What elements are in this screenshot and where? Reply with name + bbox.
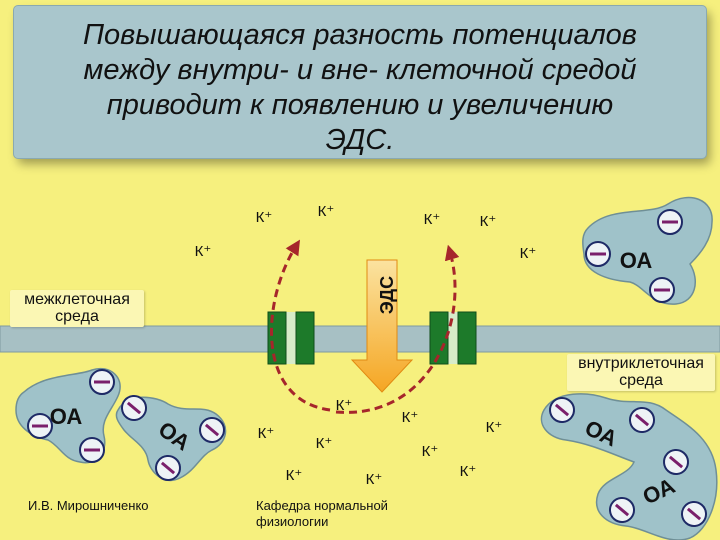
title-line-2: между внутри- и вне- клеточной средой xyxy=(83,54,637,86)
anion-charge-12 xyxy=(663,449,689,475)
extracellular-label-line-1: межклеточная xyxy=(24,291,130,308)
potassium-ion-13: К⁺ xyxy=(286,467,303,484)
channel-subunit-2-2 xyxy=(457,311,477,365)
anion-charge-14-bar xyxy=(686,507,702,521)
potassium-ion-9: К⁺ xyxy=(258,425,275,442)
anion-charge-8-bar xyxy=(204,423,220,437)
anion-charge-12-bar xyxy=(668,455,684,469)
potassium-ion-8: К⁺ xyxy=(402,409,419,426)
anion-charge-6 xyxy=(79,437,105,463)
extracellular-label-line-2: среда xyxy=(55,308,99,325)
department-credit-line-1: Кафедра нормальной xyxy=(256,498,388,513)
anion-charge-9 xyxy=(155,455,181,481)
intracellular-label-line-1: внутриклеточная xyxy=(578,355,704,372)
potassium-ion-6: К⁺ xyxy=(520,245,537,262)
anion-charge-9-bar xyxy=(160,461,176,475)
anion-charge-11 xyxy=(629,407,655,433)
anion-charge-8 xyxy=(199,417,225,443)
potassium-ion-12: К⁺ xyxy=(422,443,439,460)
anion-charge-4 xyxy=(89,369,115,395)
channel-subunit-1-2 xyxy=(295,311,315,365)
potassium-ion-15: К⁺ xyxy=(460,463,477,480)
title-line-4: ЭДС. xyxy=(325,124,395,156)
anion-charge-10-bar xyxy=(554,403,570,417)
intracellular-label-line-2: среда xyxy=(619,372,663,389)
potassium-ion-3: К⁺ xyxy=(424,211,441,228)
anion-charge-3 xyxy=(649,277,675,303)
author-credit: И.В. Мирошниченко xyxy=(28,498,149,513)
title-line-3: приводит к появлению и увеличению xyxy=(106,89,614,121)
department-credit: Кафедра нормальной физиологии xyxy=(256,498,388,530)
anion-charge-10 xyxy=(549,397,575,423)
anion-label-top-right: ОА xyxy=(620,248,653,273)
potassium-ion-11: К⁺ xyxy=(486,419,503,436)
anion-charge-1 xyxy=(585,241,611,267)
anion-charge-7-bar xyxy=(126,401,142,415)
anion-charge-2 xyxy=(657,209,683,235)
potassium-ion-7: К⁺ xyxy=(336,397,353,414)
emf-arrow xyxy=(350,259,414,393)
potassium-ion-1: К⁺ xyxy=(256,209,273,226)
anion-charge-7 xyxy=(121,395,147,421)
anion-blob-bottom-left-2 xyxy=(115,396,227,481)
anion-label-bottom-left-1: ОА xyxy=(50,404,83,429)
title-line-1: Повышающаяся разность потенциалов xyxy=(83,19,637,51)
channel-subunit-1-1 xyxy=(267,311,287,365)
anion-charge-5 xyxy=(27,413,53,439)
anion-charge-14 xyxy=(681,501,707,527)
potassium-flow-arrow-left xyxy=(269,239,331,412)
potassium-ion-10: К⁺ xyxy=(316,435,333,452)
extracellular-label: межклеточная среда xyxy=(10,290,144,327)
channel-subunit-2-1 xyxy=(429,311,449,365)
title-box: Повышающаяся разность потенциалов между … xyxy=(14,6,706,158)
emf-label: ЭДС xyxy=(377,275,397,315)
potassium-ion-4: К⁺ xyxy=(480,213,497,230)
anion-charge-13-bar xyxy=(614,503,630,517)
anion-charge-13 xyxy=(609,497,635,523)
potassium-ion-5: К⁺ xyxy=(195,243,212,260)
potassium-ion-14: К⁺ xyxy=(366,471,383,488)
anion-charge-11-bar xyxy=(634,413,650,427)
cell-membrane xyxy=(0,325,720,353)
potassium-flow-arrow-right xyxy=(335,244,460,414)
intracellular-label: внутриклеточная среда xyxy=(567,354,715,391)
department-credit-line-2: физиологии xyxy=(256,514,329,529)
potassium-ion-2: К⁺ xyxy=(318,203,335,220)
